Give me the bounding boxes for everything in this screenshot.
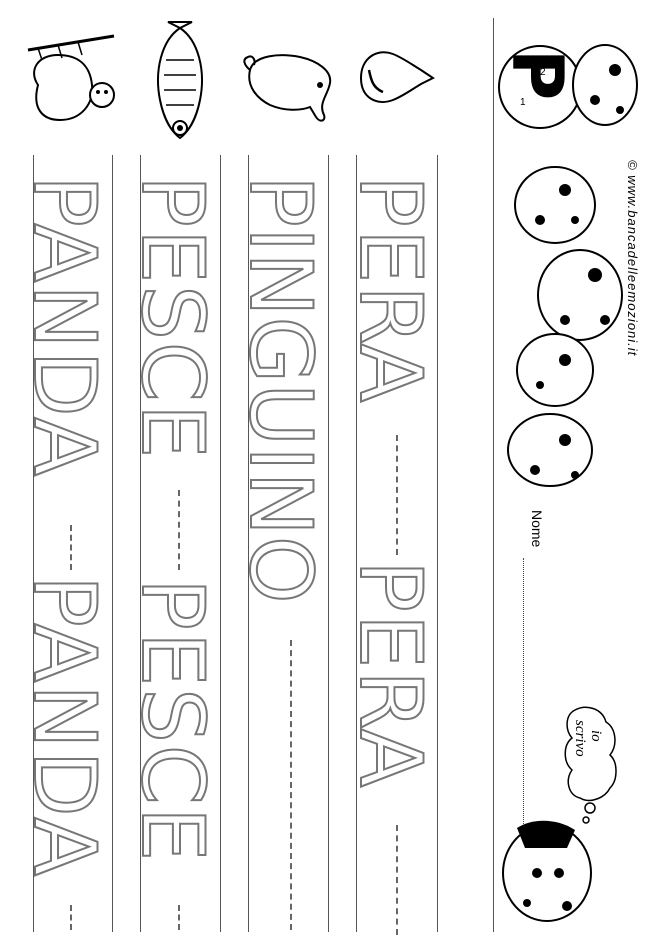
header-divider	[493, 18, 494, 932]
trace-dash	[178, 490, 180, 570]
trace-dash	[290, 640, 292, 930]
guide-line	[140, 155, 141, 932]
name-label: Nome	[529, 510, 545, 548]
trace-word-repeat[interactable]: PERA	[339, 559, 441, 790]
guide-line	[33, 155, 34, 932]
dalmatian-puppies-illustration	[507, 44, 638, 487]
guide-line	[437, 155, 438, 932]
bubble-text-scrivo: scrivo	[572, 720, 588, 757]
trace-word[interactable]: PINGUINO	[229, 174, 331, 605]
guide-line	[328, 155, 329, 932]
bubble-text-io: io	[588, 730, 604, 742]
trace-dash	[70, 905, 72, 930]
guide-line	[220, 155, 221, 932]
guide-line	[248, 155, 249, 932]
trace-word-repeat[interactable]: PESCE	[121, 577, 223, 864]
trace-word[interactable]: PERA	[339, 174, 441, 405]
guide-line	[356, 155, 357, 932]
thought-bubble-icon	[564, 706, 617, 824]
trace-word-repeat[interactable]: PANDA	[13, 574, 115, 879]
trace-dash	[178, 905, 180, 930]
pear-icon	[359, 51, 435, 103]
panda-icon	[27, 34, 115, 122]
dalmatian-bottom-illustration	[502, 820, 592, 922]
trace-dash	[70, 525, 72, 570]
copyright-text: © www.bancadelleemozioni.it	[625, 160, 640, 357]
name-input-line[interactable]	[523, 558, 524, 888]
trace-word[interactable]: PANDA	[13, 174, 115, 479]
trace-dash	[396, 435, 398, 555]
stroke-number-2: 2	[540, 67, 546, 78]
trace-word[interactable]: PESCE	[121, 174, 223, 461]
guide-line	[112, 155, 113, 932]
stroke-number-1: 1	[520, 97, 526, 108]
trace-dash	[396, 825, 398, 935]
letter-badge: P 1 2	[496, 45, 582, 129]
fish-icon	[157, 21, 203, 140]
penguin-icon	[243, 54, 332, 122]
